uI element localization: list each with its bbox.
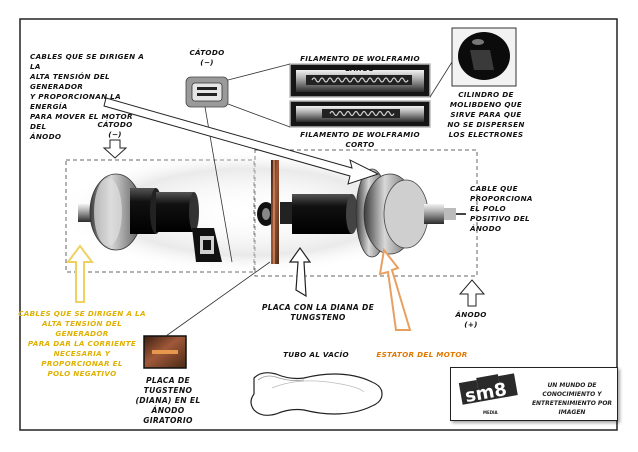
label-target-plate: PLACA CON LA DIANA DE TUNGSTENO — [261, 303, 375, 322]
cathode-assembly — [78, 173, 222, 262]
connector-line — [429, 61, 453, 98]
brand-slogan: UN MUNDO DE CONOCIMIENTO Y ENTRETENIMIEN… — [531, 382, 613, 416]
connector-line — [165, 261, 271, 337]
label-tungsten-target: PLACA DE TUGSTENO (DIANA) EN EL ÁNODO GI… — [135, 376, 201, 425]
label-cables-negative: CABLES QUE SE DIRIGEN A LA ALTA TENSIÓN … — [18, 309, 146, 378]
tungsten-target-inset — [143, 335, 187, 369]
connector-line — [227, 63, 291, 81]
cathode-icon — [185, 76, 233, 263]
arrow-anode-up — [458, 279, 486, 307]
label-anode-cable: CABLE QUE PROPORCIONA EL POLO POSITIVO D… — [470, 184, 533, 233]
vacuum-tube-outline — [250, 372, 383, 416]
target-plate — [257, 160, 279, 264]
arrow-cathode-down — [102, 139, 128, 159]
label-cathode-left: CÁTODO (−) — [97, 120, 133, 139]
brand-sub: MEDIA — [483, 410, 498, 415]
label-molybdenum-cylinder: CILINDRO DE MOLIBDENO QUE SIRVE PARA QUE… — [447, 90, 525, 139]
label-stator: ESTATOR DEL MOTOR — [376, 350, 468, 359]
label-cathode-top: CÁTODO (−) — [189, 48, 225, 67]
connector-line — [227, 103, 291, 128]
molybdenum-cylinder-image — [451, 27, 517, 87]
arrow-cables-negative — [66, 244, 94, 303]
label-anode: ÁNODO (+) — [455, 310, 487, 329]
arrow-to-motor — [103, 97, 380, 185]
label-cables-generator: CABLES QUE SE DIRIGEN A LA ALTA TENSIÓN … — [30, 52, 145, 141]
filament-short-panel — [289, 100, 431, 128]
arrow-target-plate — [288, 246, 312, 298]
label-filament-short: FILAMENTO DE WOLFRAMIO CORTO — [300, 130, 420, 149]
arrow-stator — [378, 247, 412, 331]
anode-assembly — [280, 168, 466, 258]
label-vacuum-tube: TUBO AL VACÍO — [283, 350, 349, 359]
filament-long-panel — [289, 63, 431, 98]
brand-box: sm8 MEDIA UN MUNDO DE CONOCIMIENTO Y ENT… — [450, 367, 618, 421]
label-filament-long: FILAMENTO DE WOLFRAMIO LARGO — [300, 54, 420, 73]
brand-logo-mark: sm8 — [458, 373, 518, 407]
glass-envelope-glow — [60, 150, 440, 274]
